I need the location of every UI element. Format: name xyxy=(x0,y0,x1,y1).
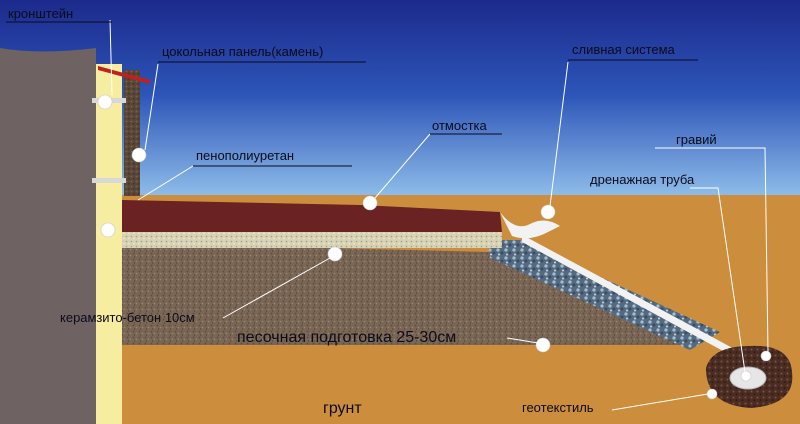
leader-drain-system xyxy=(549,61,569,207)
callout-dot-drain-system xyxy=(540,204,556,220)
callout-dot-drain-pipe xyxy=(740,370,752,382)
leader-pu-foam xyxy=(137,165,194,201)
leader-plinth xyxy=(144,63,159,151)
label-sand-bed: песочная подготовка 25-30см xyxy=(237,329,456,346)
leader-gravel xyxy=(655,147,769,353)
callout-dot-plinth xyxy=(131,147,147,163)
claydite-concrete-layer xyxy=(122,232,502,248)
stone-plinth-panel xyxy=(124,70,140,196)
label-drain-system: сливная система xyxy=(572,42,676,57)
label-gravel: гравий xyxy=(676,132,717,147)
leader-geotextile xyxy=(611,393,709,411)
callout-dot-sand xyxy=(535,337,551,353)
callout-dot-geotextile xyxy=(706,388,718,400)
house-wall xyxy=(0,48,96,424)
leader-blind-area xyxy=(374,133,431,199)
leader-claydite xyxy=(222,257,331,319)
sand-bed-layer xyxy=(122,248,690,345)
callout-dot-gravel xyxy=(760,350,772,362)
label-claydite-concrete: керамзито-бетон 10см xyxy=(60,310,195,325)
bracket-lower xyxy=(92,178,126,183)
label-geotextile: геотекстиль xyxy=(522,400,594,415)
leader-sand xyxy=(506,337,539,344)
drain-gutter xyxy=(500,212,560,239)
label-drain-pipe: дренажная труба xyxy=(590,172,695,187)
label-plinth-panel: цокольная панель(камень) xyxy=(162,44,323,59)
pu-foam-layer xyxy=(96,64,122,424)
blind-area-slab xyxy=(122,200,502,232)
callout-dot-claydite xyxy=(327,246,343,262)
label-ground: грунт xyxy=(323,400,362,417)
label-blind-area: отмостка xyxy=(432,118,487,133)
callout-dot-pu-foam xyxy=(100,222,116,238)
label-bracket: кронштейн xyxy=(8,6,73,21)
leader-bracket xyxy=(109,19,113,96)
leader-drain-pipe xyxy=(690,187,746,373)
drain-outlet-pipe xyxy=(522,234,740,358)
callout-dot-bracket xyxy=(97,94,113,110)
gravel-band xyxy=(488,240,720,350)
label-pu-foam: пенополиуретан xyxy=(196,148,294,163)
callout-dot-blind-area xyxy=(362,195,378,211)
